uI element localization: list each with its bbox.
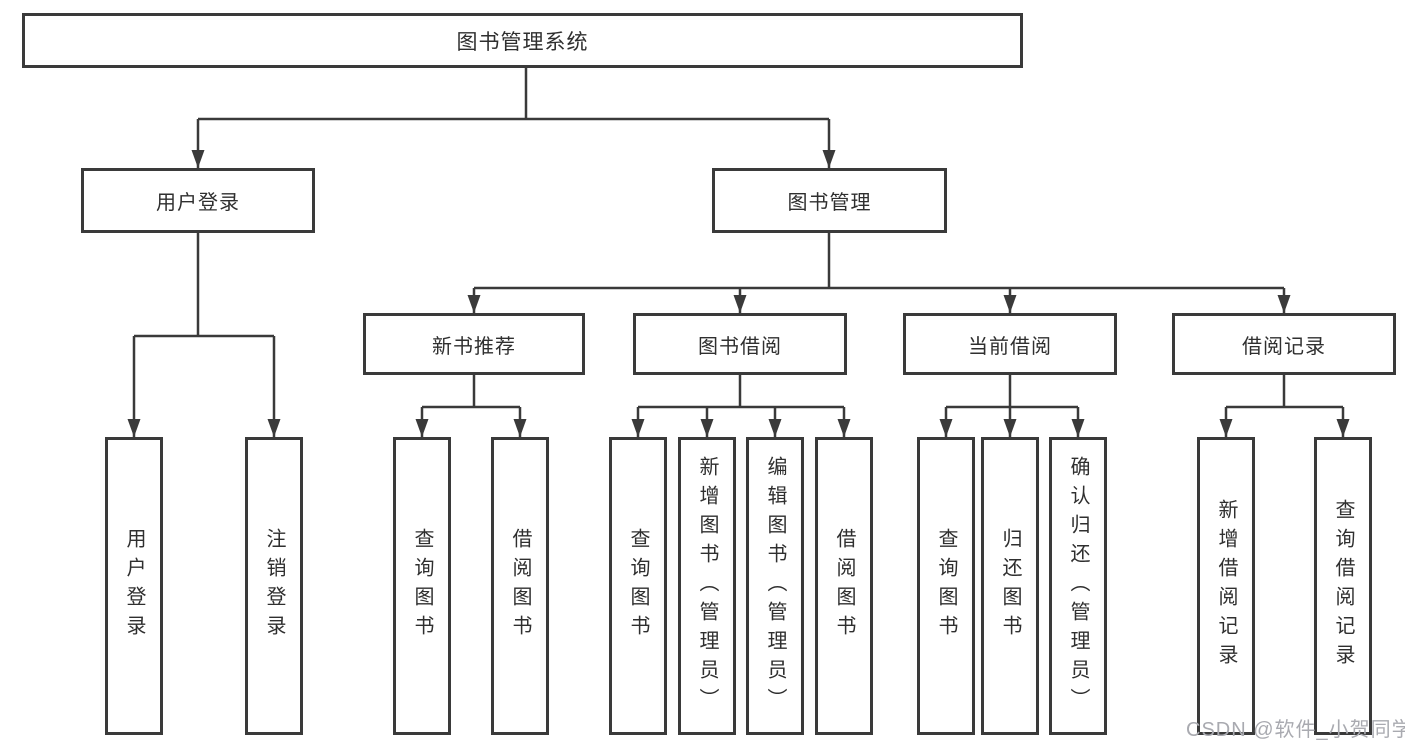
node-add-borrowing-record: 新增借阅记录 — [1197, 437, 1255, 735]
node-label: 新增图书（管理员） — [696, 455, 718, 717]
node-new-book-recommendation: 新书推荐 — [363, 313, 585, 375]
node-return-books: 归还图书 — [981, 437, 1039, 735]
node-query-books-recommend: 查询图书 — [393, 437, 451, 735]
node-label: 查询借阅记录 — [1332, 499, 1354, 673]
node-query-books-current: 查询图书 — [917, 437, 975, 735]
connector-new-book-recommendation-to-leaves — [415, 375, 527, 437]
node-user-login-action: 用户登录 — [105, 437, 163, 735]
connector-book-management-to-level3 — [467, 233, 1291, 313]
connector-user-login-to-leaves — [127, 233, 281, 437]
node-library-management-system: 图书管理系统 — [22, 13, 1023, 68]
node-book-borrowing: 图书借阅 — [633, 313, 847, 375]
node-logout-action: 注销登录 — [245, 437, 303, 735]
node-query-borrowing-record: 查询借阅记录 — [1314, 437, 1372, 735]
connector-current-borrowing-to-leaves — [939, 375, 1085, 437]
node-label: 当前借阅 — [968, 335, 1052, 358]
node-label: 查询图书 — [627, 528, 649, 644]
node-edit-book-admin: 编辑图书（管理员） — [746, 437, 804, 735]
node-label: 用户登录 — [123, 528, 145, 644]
node-label: 借阅图书 — [833, 528, 855, 644]
watermark: CSDN @软件_小贺同学 — [1186, 719, 1405, 741]
node-label: 图书管理系统 — [456, 30, 589, 54]
node-borrowing-records: 借阅记录 — [1172, 313, 1396, 375]
node-label: 图书管理 — [787, 192, 872, 214]
node-label: 查询图书 — [411, 528, 433, 644]
connector-book-borrowing-to-leaves — [631, 375, 851, 437]
node-current-borrowing: 当前借阅 — [903, 313, 1117, 375]
node-borrow-books-borrowing: 借阅图书 — [815, 437, 873, 735]
node-query-books-borrowing: 查询图书 — [609, 437, 667, 735]
node-user-login: 用户登录 — [81, 168, 315, 233]
node-label: 编辑图书（管理员） — [764, 455, 786, 717]
node-label: 确认归还（管理员） — [1067, 455, 1089, 717]
node-label: 归还图书 — [999, 528, 1021, 644]
node-label: 注销登录 — [263, 528, 285, 644]
node-confirm-return-admin: 确认归还（管理员） — [1049, 437, 1107, 735]
node-label: 新书推荐 — [432, 335, 516, 358]
node-label: 图书借阅 — [698, 335, 782, 358]
node-label: 用户登录 — [156, 192, 240, 214]
node-borrow-books-recommend: 借阅图书 — [491, 437, 549, 735]
connector-root-to-level2 — [191, 68, 836, 168]
node-label: 新增借阅记录 — [1215, 499, 1237, 673]
node-add-book-admin: 新增图书（管理员） — [678, 437, 736, 735]
node-label: 借阅图书 — [509, 528, 531, 644]
connector-borrowing-records-to-leaves — [1219, 375, 1350, 437]
node-label: 查询图书 — [935, 528, 957, 644]
node-book-management: 图书管理 — [712, 168, 947, 233]
node-label: 借阅记录 — [1242, 335, 1326, 358]
